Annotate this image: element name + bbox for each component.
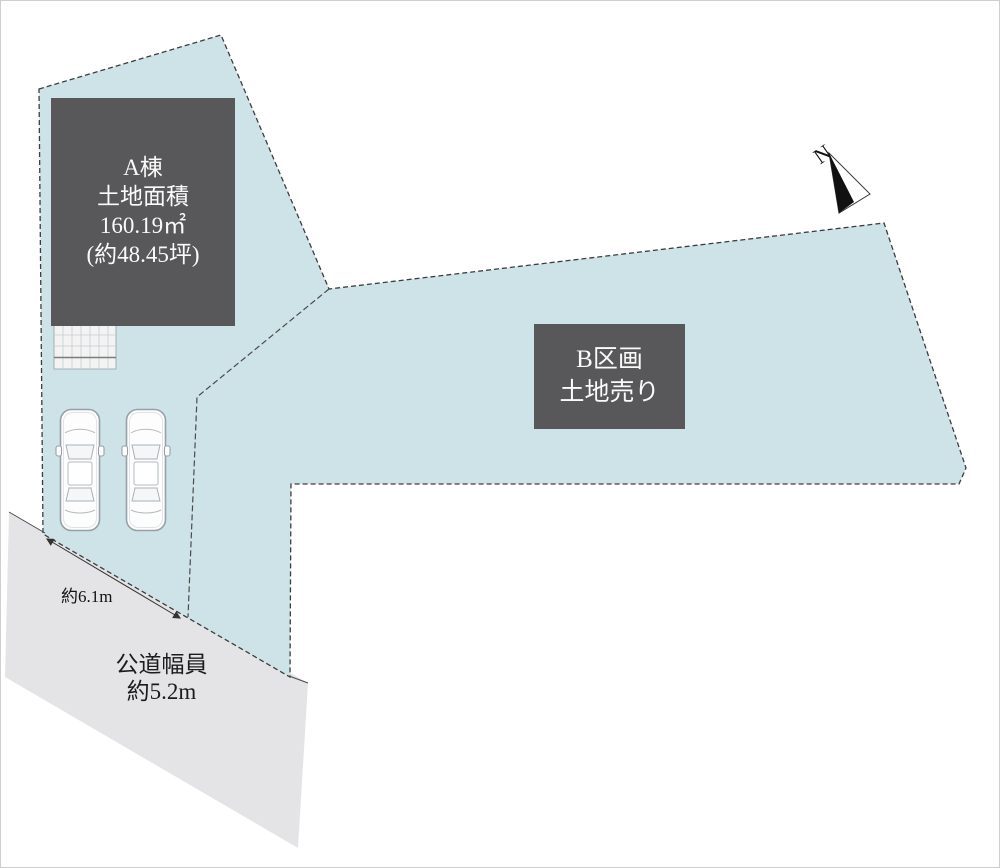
parcel-a-area-caption: 土地面積: [97, 184, 189, 210]
road-width-caption: 公道幅員: [115, 652, 208, 677]
frontage-dimension-label: 約6.1m: [61, 587, 113, 606]
parcel-boundary-line: [187, 288, 330, 618]
road-edge-line: [288, 675, 309, 684]
road-width-label: 公道幅員 約5.2m: [84, 651, 239, 705]
parcel-b-status: 土地売り: [559, 378, 660, 406]
road-width-value: 約5.2m: [126, 679, 197, 705]
north-arrow-icon: N: [809, 139, 871, 214]
parcel-b-label-box: B区画 土地売り: [534, 324, 685, 429]
parcel-a-area-tsubo: (約48.45坪): [86, 241, 200, 267]
parcel-b-name: B区画: [576, 346, 643, 373]
tiled-approach: [53, 323, 117, 370]
car-icon: [121, 408, 171, 532]
dimension-arrow: [45, 538, 182, 619]
road-edge-line: [8, 511, 46, 534]
parcel-a-name: A棟: [123, 155, 163, 181]
parcel-a-label-box: A棟 土地面積 160.19㎡ (約48.45坪): [51, 98, 235, 326]
car-icon: [55, 408, 105, 532]
parcel-a-area-sqm: 160.19㎡: [99, 213, 187, 238]
